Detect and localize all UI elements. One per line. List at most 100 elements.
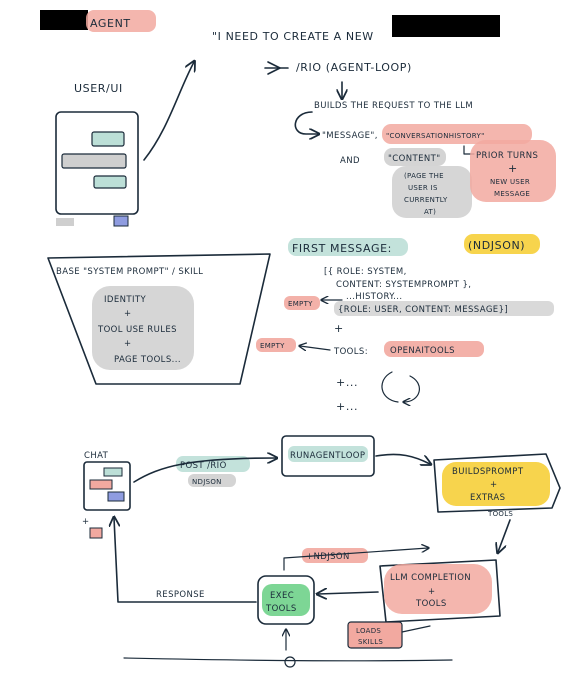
first-message-line-3: ...HISTORY...	[346, 292, 402, 302]
run-agent-loop-node	[281, 435, 375, 477]
first-message-highlight	[288, 238, 408, 256]
system-prompt-highlight	[92, 286, 194, 370]
chat-device-bubble-1	[103, 467, 123, 477]
builds-request-label: BUILDS THE REQUEST TO THE LLM	[314, 101, 473, 111]
content-note-line-2: USER IS	[408, 184, 438, 192]
history-highlight	[382, 124, 532, 144]
message-key: "MESSAGE",	[322, 131, 378, 141]
llm-completion-node	[379, 559, 501, 623]
system-prompt-shape	[47, 253, 271, 385]
chat-to-loop-arrow	[133, 458, 276, 483]
chat-bubble-incoming	[91, 131, 125, 147]
exec-tools-line-1: EXEC	[270, 591, 294, 601]
post-format-highlight	[188, 474, 236, 487]
loads-skills-node	[347, 621, 403, 649]
history-key: "CONVERSATIONHISTORY"	[386, 132, 485, 140]
route-label: /RIO (AGENT-LOOP)	[296, 61, 412, 74]
chat-device-bubble-2	[89, 479, 113, 490]
exec-tools-line-2: TOOLS	[265, 604, 297, 614]
chat-device-bubble-3	[107, 491, 125, 502]
content-note-line-3: CURRENTLY	[404, 196, 448, 204]
device-button-left	[56, 218, 74, 226]
empty-arrow-2	[300, 346, 331, 350]
system-prompt-item-1: IDENTITY	[104, 295, 146, 305]
empty-highlight-2	[256, 338, 296, 352]
timeline-node	[284, 656, 296, 668]
prior-turns-highlight	[470, 140, 556, 202]
user-ui-label: USER/UI	[74, 82, 123, 95]
more-line-2: +...	[336, 400, 358, 413]
plus-ndjson-label: +NDJSON	[306, 552, 350, 562]
llm-to-exec-arrow	[318, 592, 379, 594]
header-quote: "I NEED TO CREATE A NEW	[212, 30, 374, 43]
loads-skills-line-1: LOADS	[356, 627, 381, 635]
run-agent-loop-highlight	[288, 446, 368, 462]
llm-completion-highlight	[384, 564, 492, 614]
empty-highlight-1	[284, 296, 320, 310]
chat-plus-box	[89, 527, 103, 539]
prior-turns-label: PRIOR TURNS	[476, 151, 538, 161]
ndjson-label: (NDJSON)	[468, 239, 525, 252]
post-route-highlight	[176, 456, 250, 472]
loop-cycle-icon	[381, 371, 420, 402]
title-redaction	[40, 10, 88, 30]
system-prompt-item-3: TOOL USE RULES	[97, 325, 177, 335]
llm-completion-line-3: TOOLS	[415, 599, 447, 609]
first-message-line-2: CONTENT: SYSTEMPROMPT },	[336, 280, 471, 290]
chat-label: CHAT	[84, 451, 109, 461]
exec-tools-highlight	[262, 584, 310, 616]
bottom-timeline	[123, 657, 453, 662]
loads-skills-connector	[401, 625, 431, 633]
first-message-line-4-highlight	[334, 301, 554, 316]
new-message-line-1: NEW USER	[490, 178, 530, 186]
builds-prompt-line-1: BUILDSPROMPT	[452, 467, 524, 477]
title-agent: AGENT	[90, 17, 131, 30]
chat-bubble-incoming-2	[93, 175, 127, 189]
prompt-to-llm-arrow	[498, 519, 511, 552]
first-message-line-4: {ROLE: USER, CONTENT: MESSAGE}]	[338, 305, 508, 315]
response-label: RESPONSE	[156, 590, 205, 600]
content-note-highlight	[392, 166, 472, 218]
llm-completion-line-2: +	[428, 587, 436, 597]
system-prompt-item-2: +	[124, 309, 132, 319]
chat-bubble-outgoing	[61, 153, 127, 169]
first-message-line-1: [{ ROLE: SYSTEM,	[324, 267, 407, 277]
llm-completion-line-1: LLM COMPLETION	[390, 573, 471, 583]
device-button-right	[113, 215, 129, 227]
user-ui-arrow	[143, 62, 194, 161]
prior-turns-plus: +	[508, 162, 518, 175]
content-note-line-1: (PAGE THE	[404, 172, 444, 180]
builds-request-hook	[294, 111, 318, 134]
empty-label-2: EMPTY	[260, 342, 285, 350]
content-highlight	[384, 148, 446, 166]
builds-prompt-line-3: EXTRAS	[470, 493, 505, 503]
run-agent-loop-label: RUNAGENTLOOP	[290, 451, 365, 461]
content-note-line-4: AT)	[424, 208, 436, 216]
first-message-plus: +	[334, 322, 344, 335]
exec-to-llm-top-arrow	[283, 548, 428, 571]
loop-to-prompt-arrow	[375, 453, 430, 464]
builds-prompt-tools: TOOLS	[487, 510, 513, 518]
builds-prompt-highlight	[442, 462, 550, 506]
post-route-label: POST /RIO	[180, 461, 227, 471]
builds-prompt-node	[433, 453, 561, 513]
new-message-line-2: MESSAGE	[494, 190, 530, 198]
first-message-title: FIRST MESSAGE:	[292, 242, 392, 255]
system-prompt-item-4: +	[124, 339, 132, 349]
ndjson-highlight	[464, 234, 540, 254]
system-prompt-title: BASE "SYSTEM PROMPT" / SKILL	[56, 267, 203, 277]
more-line-1: +...	[336, 376, 358, 389]
chat-plus: +	[82, 517, 90, 527]
chat-device	[83, 461, 131, 511]
post-format-label: NDJSON	[192, 478, 222, 486]
exec-to-chat-arrow	[114, 518, 257, 603]
builds-prompt-line-2: +	[490, 480, 498, 490]
quote-redaction	[392, 15, 500, 37]
system-prompt-item-5: PAGE TOOLS...	[114, 355, 181, 365]
user-ui-device	[55, 111, 139, 215]
tools-label: TOOLS:	[333, 347, 368, 357]
title-highlight	[86, 10, 156, 32]
and-label: AND	[340, 156, 360, 166]
loads-skills-line-2: SKILLS	[358, 638, 383, 646]
